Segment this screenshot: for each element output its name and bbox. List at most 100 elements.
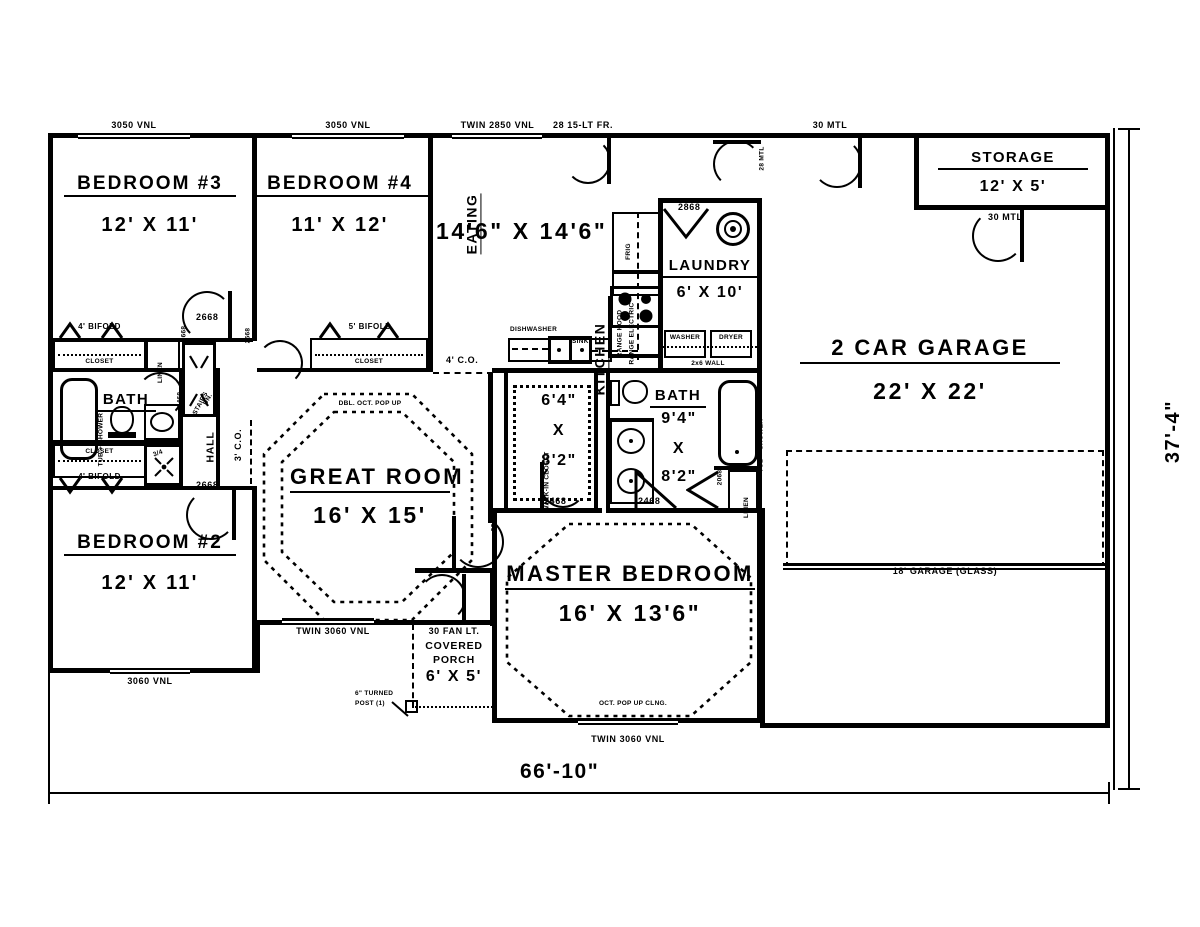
- room-dim-bedroom4: 11' X 12': [291, 214, 389, 236]
- wall-bed2-right: [252, 486, 257, 673]
- wall-laundry-right: [757, 198, 762, 373]
- oct-pop-up-clng-label: OCT. POP UP CLNG.: [598, 700, 668, 707]
- bifold-door-bed3: [58, 318, 142, 338]
- wall-storage-bottom: [914, 205, 1106, 210]
- bathtub-master: [718, 380, 758, 466]
- room-name-bedroom2: BEDROOM #2: [64, 532, 236, 557]
- water-heater-center: [730, 226, 736, 232]
- wall-bed3-right: [252, 136, 257, 341]
- bifold-label-bed3: 4' BIFOLD: [78, 322, 121, 331]
- sink-drain-left: [557, 348, 561, 352]
- sink-label: SINK: [572, 338, 589, 345]
- wall-bath-right: [179, 368, 183, 488]
- dryer: [710, 330, 752, 358]
- mbath-sink-lower-drain: [629, 479, 633, 483]
- door-jamb-master: [452, 516, 456, 568]
- width-dimension-label: 66'-10": [520, 760, 600, 783]
- window-label-twin-3060-master: TWIN 3060 VNL: [591, 734, 665, 744]
- door-label-2868-laundry: 2868: [678, 202, 701, 212]
- linen-label-master: LINEN: [743, 497, 750, 518]
- door-swing-storage: [972, 210, 1024, 262]
- closet-bedroom2: [53, 444, 146, 478]
- wall-bed4-bottom: [257, 368, 433, 372]
- window-label-3050-bed4: 3050 VNL: [325, 120, 371, 130]
- dimension-tick: [1118, 788, 1140, 790]
- room-name-bedroom4: BEDROOM #4: [252, 173, 428, 198]
- window-twin-3060-great: [282, 618, 374, 625]
- dimension-extension: [48, 672, 50, 794]
- wall-mbath-tub-shelf: [714, 466, 762, 470]
- closet-label-bed4: CLOSET: [354, 358, 384, 365]
- window-label-3050-bed3: 3050 VNL: [111, 120, 157, 130]
- counter-frig-run: [612, 212, 660, 272]
- stairs-arrow: [186, 350, 214, 417]
- wall-great-room-left-step: [255, 620, 260, 673]
- door-swing-30-mtl-top: [812, 138, 862, 188]
- garage-door-label: 18' GARAGE (GLASS): [892, 566, 998, 576]
- mbath-vanity: [610, 418, 654, 504]
- door-swing-front-eating: [565, 138, 611, 184]
- laundry-wall-2x6-line: [660, 346, 760, 348]
- wall-bed3-closet-top: [53, 338, 253, 342]
- door-jamb-bed3: [228, 291, 232, 341]
- room-dim-mbath-x: X: [672, 440, 686, 457]
- door-jamb-wic: [540, 462, 544, 508]
- wall-greatroom-right: [488, 373, 493, 523]
- bifold-door-laundry: [662, 207, 712, 241]
- closet-label-bed2: CLOSET: [85, 448, 114, 455]
- room-name-master: MASTER BEDROOM: [505, 561, 755, 590]
- door-jamb-front: [607, 138, 611, 184]
- room-name-masterbath: BATH: [650, 387, 706, 408]
- water-heater-inner: [724, 220, 742, 238]
- depth-dimension-label: 37'-4": [1142, 400, 1200, 463]
- toilet-hall-bath: [110, 406, 134, 434]
- garage-door-18ft: [783, 563, 1105, 570]
- wall-storage-left: [914, 138, 919, 210]
- toilet-tank-hall: [108, 432, 136, 438]
- door-jamb-bed2: [232, 490, 236, 540]
- wall-garage-left: [757, 373, 762, 723]
- room-dim-storage: 12' X 5': [979, 178, 1047, 195]
- wall-hall-right: [216, 368, 220, 490]
- bifold-door-bed4: [318, 318, 422, 338]
- door-jamb-28mtl: [713, 140, 761, 144]
- wall-laundry-top: [658, 198, 762, 203]
- room-dim-wic-w: 6'4": [541, 392, 577, 409]
- counter-edge-v: [608, 296, 612, 358]
- upper-cabinet-line-v: [637, 212, 639, 360]
- door-swing-bed4: [257, 340, 303, 386]
- room-dim-mbath-h: 8'2": [661, 468, 697, 485]
- window-3050-bed3: [78, 133, 190, 139]
- cased-opening-3ft: [250, 420, 252, 484]
- wall-wic-left: [504, 373, 508, 513]
- window-twin-3060-master: [578, 718, 678, 725]
- door-jamb-30mtl-top: [858, 138, 862, 188]
- washer: [664, 330, 706, 358]
- wall-porch-right-edge: [490, 568, 495, 626]
- water-heater: [716, 212, 750, 246]
- dimension-tick: [1108, 782, 1110, 804]
- window-twin-2850-eating: [452, 133, 542, 139]
- closet-rod-bed4: [315, 354, 423, 356]
- post-leader-line: [390, 700, 412, 723]
- wall-mbath-left: [606, 373, 610, 513]
- porch-label-line2: PORCH: [433, 654, 475, 666]
- bifold-label-bed2: 4' BIFOLD: [78, 472, 121, 481]
- co-4ft-label: 4' C.O.: [446, 355, 479, 365]
- room-name-bedroom3: BEDROOM #3: [64, 173, 236, 198]
- window-3050-bed4: [292, 133, 404, 139]
- door-label-30-fan-lt: 30 FAN LT.: [428, 626, 480, 636]
- room-name-garage: 2 CAR GARAGE: [800, 335, 1060, 364]
- door-label-30-mtl-top: 30 MTL: [812, 120, 848, 130]
- wall-porch-top: [415, 620, 495, 625]
- wall-master-right: [760, 508, 765, 723]
- range-burners: [614, 290, 658, 329]
- door-swing-mbath: [634, 468, 678, 510]
- room-dim-porch: 6' X 5': [425, 668, 483, 685]
- closet-label-bed3: CLOSET: [85, 358, 114, 365]
- sink-divider: [569, 336, 572, 364]
- frig-label: FRIG: [624, 243, 632, 260]
- exterior-wall-bottom-right: [760, 723, 1110, 728]
- door-swing-hall-bath: [137, 372, 183, 418]
